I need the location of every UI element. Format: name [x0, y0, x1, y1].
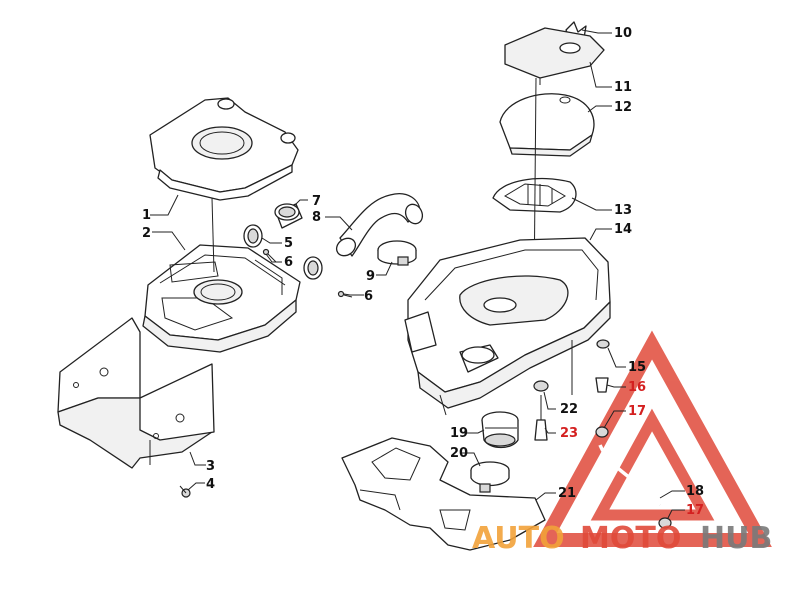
- part-22-grommet: [533, 380, 549, 392]
- callout-11: 11: [614, 80, 632, 95]
- part-5-coupler-b: [303, 256, 323, 280]
- callout-2: 2: [142, 226, 151, 241]
- callout-19: 19: [450, 426, 468, 441]
- part-17-clamp-b: [658, 517, 672, 529]
- part-15-grommet: [596, 339, 610, 349]
- callout-10: 10: [614, 26, 632, 41]
- part-9-clamp: [377, 240, 417, 266]
- watermark-auto: AUTO: [472, 521, 565, 556]
- part-23-valve: [534, 395, 548, 441]
- callout-9: 9: [366, 269, 375, 284]
- watermark-triangle-inner: [590, 408, 715, 521]
- part-18-drain-hose: [598, 444, 662, 507]
- watermark-logo: [533, 330, 772, 547]
- part-17-clamp-a: [595, 426, 609, 438]
- part-16-fitting: [595, 377, 609, 393]
- watermark-moto: MOTO: [580, 521, 681, 556]
- part-8-intake-tube: [335, 193, 424, 257]
- callout-6b: 6: [364, 289, 373, 304]
- part-12-filter-cover: [499, 93, 595, 157]
- watermark-hub: HUB: [700, 521, 772, 556]
- part-19-boot: [481, 411, 519, 449]
- part-20-clamp: [470, 461, 510, 493]
- callout-12: 12: [614, 100, 632, 115]
- part-1-airbox-lid: [149, 97, 299, 201]
- callout-21: 21: [558, 486, 576, 501]
- callout-14: 14: [614, 222, 632, 237]
- callout-4: 4: [206, 477, 215, 492]
- part-5-coupler-a: [243, 224, 263, 248]
- callout-22: 22: [560, 402, 578, 417]
- part-11-top-plate: [504, 27, 605, 85]
- callout-15: 15: [628, 360, 646, 375]
- callout-labels: 1 2 3 4 5 6 7 8 6 9 10 11 12 13 14 15 16…: [142, 26, 704, 518]
- callout-5: 5: [284, 236, 293, 251]
- callout-16: 16: [628, 380, 646, 395]
- leader-lines: [150, 29, 685, 519]
- callout-13: 13: [614, 203, 632, 218]
- callout-20: 20: [450, 446, 468, 461]
- callout-17b: 17: [686, 503, 704, 518]
- callout-17a: 17: [628, 404, 646, 419]
- callout-8: 8: [312, 210, 321, 225]
- callout-1: 1: [142, 208, 151, 223]
- callout-6a: 6: [284, 255, 293, 270]
- callout-18: 18: [686, 484, 704, 499]
- callout-23: 23: [560, 426, 578, 441]
- callout-7: 7: [312, 194, 321, 209]
- part-7-coupler: [274, 203, 303, 229]
- part-2-airbox-base: [142, 197, 301, 353]
- watermark-triangle-outer: [533, 330, 772, 547]
- part-4-screw: [179, 485, 191, 498]
- callout-3: 3: [206, 459, 215, 474]
- part-14-main-airbox: [404, 237, 611, 416]
- part-3-heat-shield: [57, 317, 215, 469]
- part-21-seal: [341, 437, 546, 551]
- watermark-text: AUTO MOTO HUB: [472, 521, 772, 556]
